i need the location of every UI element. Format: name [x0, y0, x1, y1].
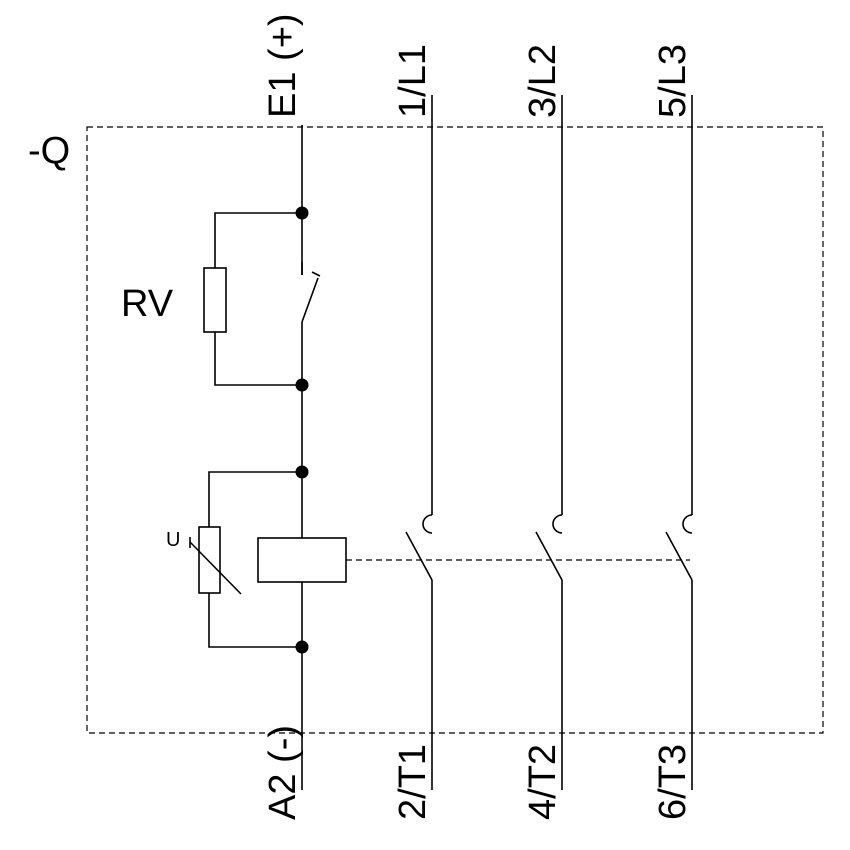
control-switch-contact — [301, 277, 319, 323]
main-contact-l1 — [405, 95, 433, 790]
terminal-label-e1: E1 (+) — [262, 13, 304, 118]
junction-dot — [295, 465, 309, 479]
junction-dot — [295, 378, 309, 392]
terminal-label-l1: 1/L1 — [392, 44, 434, 118]
varistor-slash — [189, 541, 242, 595]
main-contact-l3 — [665, 95, 693, 790]
contactor-coil — [257, 537, 347, 583]
junction-dot — [295, 206, 309, 220]
terminal-label-a2: A2 (-) — [262, 725, 304, 820]
varistor — [198, 526, 221, 594]
device-label: -Q — [28, 130, 70, 172]
rv-resistor — [203, 267, 227, 333]
rv-label: RV — [121, 283, 174, 325]
control-circuit: RV U — [121, 125, 347, 790]
varistor-label: U — [166, 529, 180, 551]
terminal-label-t2: 4/T2 — [522, 744, 564, 820]
main-contact-l2 — [535, 95, 563, 790]
terminal-label-t3: 6/T3 — [652, 744, 694, 820]
terminal-label-l3: 5/L3 — [652, 44, 694, 118]
terminal-label-t1: 2/T1 — [392, 744, 434, 820]
junction-dot — [295, 640, 309, 654]
terminal-label-l2: 3/L2 — [522, 44, 564, 118]
device-enclosure — [86, 126, 824, 734]
